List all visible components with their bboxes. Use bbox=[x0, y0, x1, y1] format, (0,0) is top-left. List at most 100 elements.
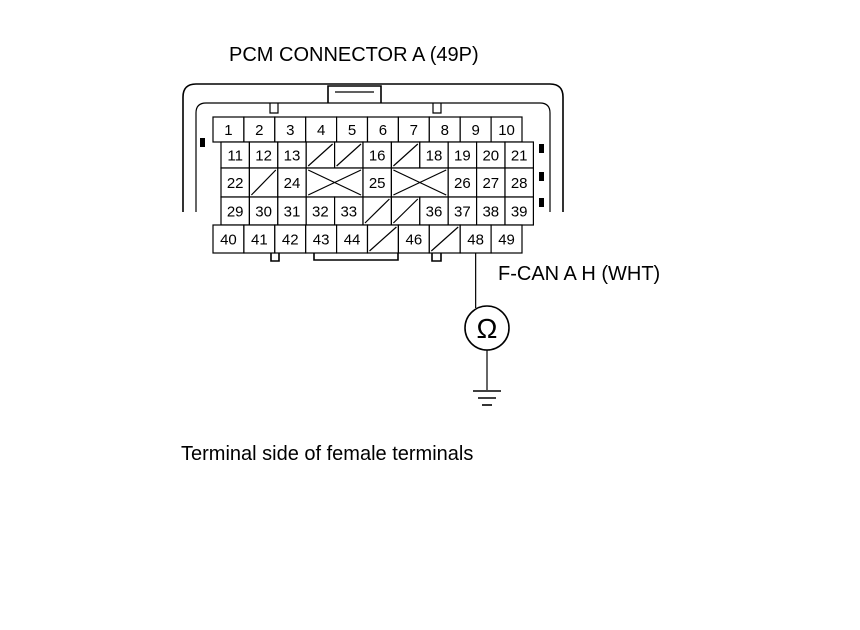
empty-cavity bbox=[248, 167, 279, 198]
terminal-20: 20 bbox=[476, 141, 506, 169]
terminal-5: 5 bbox=[336, 116, 369, 143]
empty-cavity bbox=[305, 141, 336, 169]
terminal-label: 38 bbox=[482, 204, 499, 221]
terminal-1: 1 bbox=[212, 116, 245, 143]
terminal-24: 24 bbox=[277, 167, 307, 198]
terminal-18: 18 bbox=[419, 141, 449, 169]
terminal-9: 9 bbox=[459, 116, 492, 143]
terminal-label: 32 bbox=[312, 204, 329, 221]
connector-housing bbox=[182, 83, 564, 262]
terminal-label: 1 bbox=[224, 122, 232, 139]
empty-cavity bbox=[428, 224, 461, 254]
terminal-10: 10 bbox=[490, 116, 523, 143]
empty-cavity bbox=[366, 224, 399, 254]
terminal-label: 28 bbox=[511, 175, 528, 192]
terminal-label: 25 bbox=[369, 175, 386, 192]
terminal-41: 41 bbox=[243, 224, 276, 254]
blocked-cavity bbox=[390, 167, 449, 198]
terminal-40: 40 bbox=[212, 224, 245, 254]
terminal-12: 12 bbox=[248, 141, 279, 169]
terminal-25: 25 bbox=[362, 167, 392, 198]
terminal-label: 30 bbox=[255, 204, 272, 221]
empty-cavity bbox=[390, 196, 421, 226]
terminal-46: 46 bbox=[397, 224, 430, 254]
terminal-label: 31 bbox=[284, 204, 301, 221]
terminal-label: 4 bbox=[317, 122, 325, 139]
diagram-caption: Terminal side of female terminals bbox=[181, 443, 473, 465]
terminal-label: 44 bbox=[344, 232, 361, 249]
ohm-symbol: Ω bbox=[477, 313, 498, 344]
terminal-label: 5 bbox=[348, 122, 356, 139]
empty-cavity bbox=[390, 141, 421, 169]
terminal-label: 40 bbox=[220, 232, 237, 249]
terminal-label: 7 bbox=[410, 122, 418, 139]
terminal-label: 18 bbox=[426, 148, 443, 165]
blocked-cavity bbox=[305, 167, 364, 198]
terminal-39: 39 bbox=[504, 196, 534, 226]
terminal-label: 48 bbox=[467, 232, 484, 249]
terminal-label: 26 bbox=[454, 175, 471, 192]
terminal-label: 46 bbox=[406, 232, 423, 249]
terminal-label: 33 bbox=[340, 204, 357, 221]
terminal-48: 48 bbox=[459, 224, 492, 254]
empty-cavity bbox=[362, 196, 392, 226]
empty-cavity bbox=[334, 141, 364, 169]
terminal-label: 3 bbox=[286, 122, 294, 139]
terminal-label: 12 bbox=[255, 148, 272, 165]
terminal-label: 19 bbox=[454, 148, 471, 165]
terminal-27: 27 bbox=[476, 167, 506, 198]
terminal-label: 41 bbox=[251, 232, 268, 249]
terminal-label: 42 bbox=[282, 232, 299, 249]
terminal-label: 8 bbox=[441, 122, 449, 139]
terminal-label: 27 bbox=[482, 175, 499, 192]
terminal-19: 19 bbox=[447, 141, 478, 169]
terminal-4: 4 bbox=[305, 116, 338, 143]
terminal-label: 11 bbox=[227, 148, 243, 165]
terminal-38: 38 bbox=[476, 196, 506, 226]
terminal-31: 31 bbox=[277, 196, 307, 226]
terminal-33: 33 bbox=[334, 196, 364, 226]
ohmmeter-probe: Ω bbox=[464, 253, 510, 406]
terminal-label: 6 bbox=[379, 122, 387, 139]
terminal-26: 26 bbox=[447, 167, 478, 198]
terminal-11: 11 bbox=[220, 141, 250, 169]
terminal-label: 9 bbox=[471, 122, 479, 139]
connector-title: PCM CONNECTOR A (49P) bbox=[229, 44, 479, 66]
terminal-16: 16 bbox=[362, 141, 392, 169]
terminal-8: 8 bbox=[428, 116, 461, 143]
terminal-label: 29 bbox=[227, 204, 244, 221]
terminal-29: 29 bbox=[220, 196, 250, 226]
terminal-36: 36 bbox=[419, 196, 449, 226]
terminal-2: 2 bbox=[243, 116, 276, 143]
terminal-label: 21 bbox=[511, 148, 528, 165]
terminal-21: 21 bbox=[504, 141, 534, 169]
terminal-label: 36 bbox=[426, 204, 443, 221]
terminal-42: 42 bbox=[274, 224, 307, 254]
terminal-32: 32 bbox=[305, 196, 336, 226]
terminal-label: 39 bbox=[511, 204, 528, 221]
terminal-43: 43 bbox=[305, 224, 338, 254]
terminal-label: 2 bbox=[255, 122, 263, 139]
wire-label: F-CAN A H (WHT) bbox=[498, 263, 660, 285]
terminal-49: 49 bbox=[490, 224, 523, 254]
terminal-6: 6 bbox=[366, 116, 399, 143]
terminal-30: 30 bbox=[248, 196, 279, 226]
terminal-7: 7 bbox=[397, 116, 430, 143]
terminal-22: 22 bbox=[220, 167, 250, 198]
terminal-37: 37 bbox=[447, 196, 478, 226]
terminal-label: 13 bbox=[284, 148, 301, 165]
ground-icon bbox=[473, 390, 501, 406]
terminal-label: 43 bbox=[313, 232, 330, 249]
terminal-label: 24 bbox=[284, 175, 301, 192]
terminal-28: 28 bbox=[504, 167, 534, 198]
terminal-label: 20 bbox=[482, 148, 499, 165]
terminal-44: 44 bbox=[336, 224, 369, 254]
terminal-label: 10 bbox=[498, 122, 515, 139]
terminal-label: 49 bbox=[498, 232, 515, 249]
terminal-3: 3 bbox=[274, 116, 307, 143]
terminal-label: 22 bbox=[227, 175, 244, 192]
terminal-label: 16 bbox=[369, 148, 386, 165]
terminal-label: 37 bbox=[454, 204, 471, 221]
